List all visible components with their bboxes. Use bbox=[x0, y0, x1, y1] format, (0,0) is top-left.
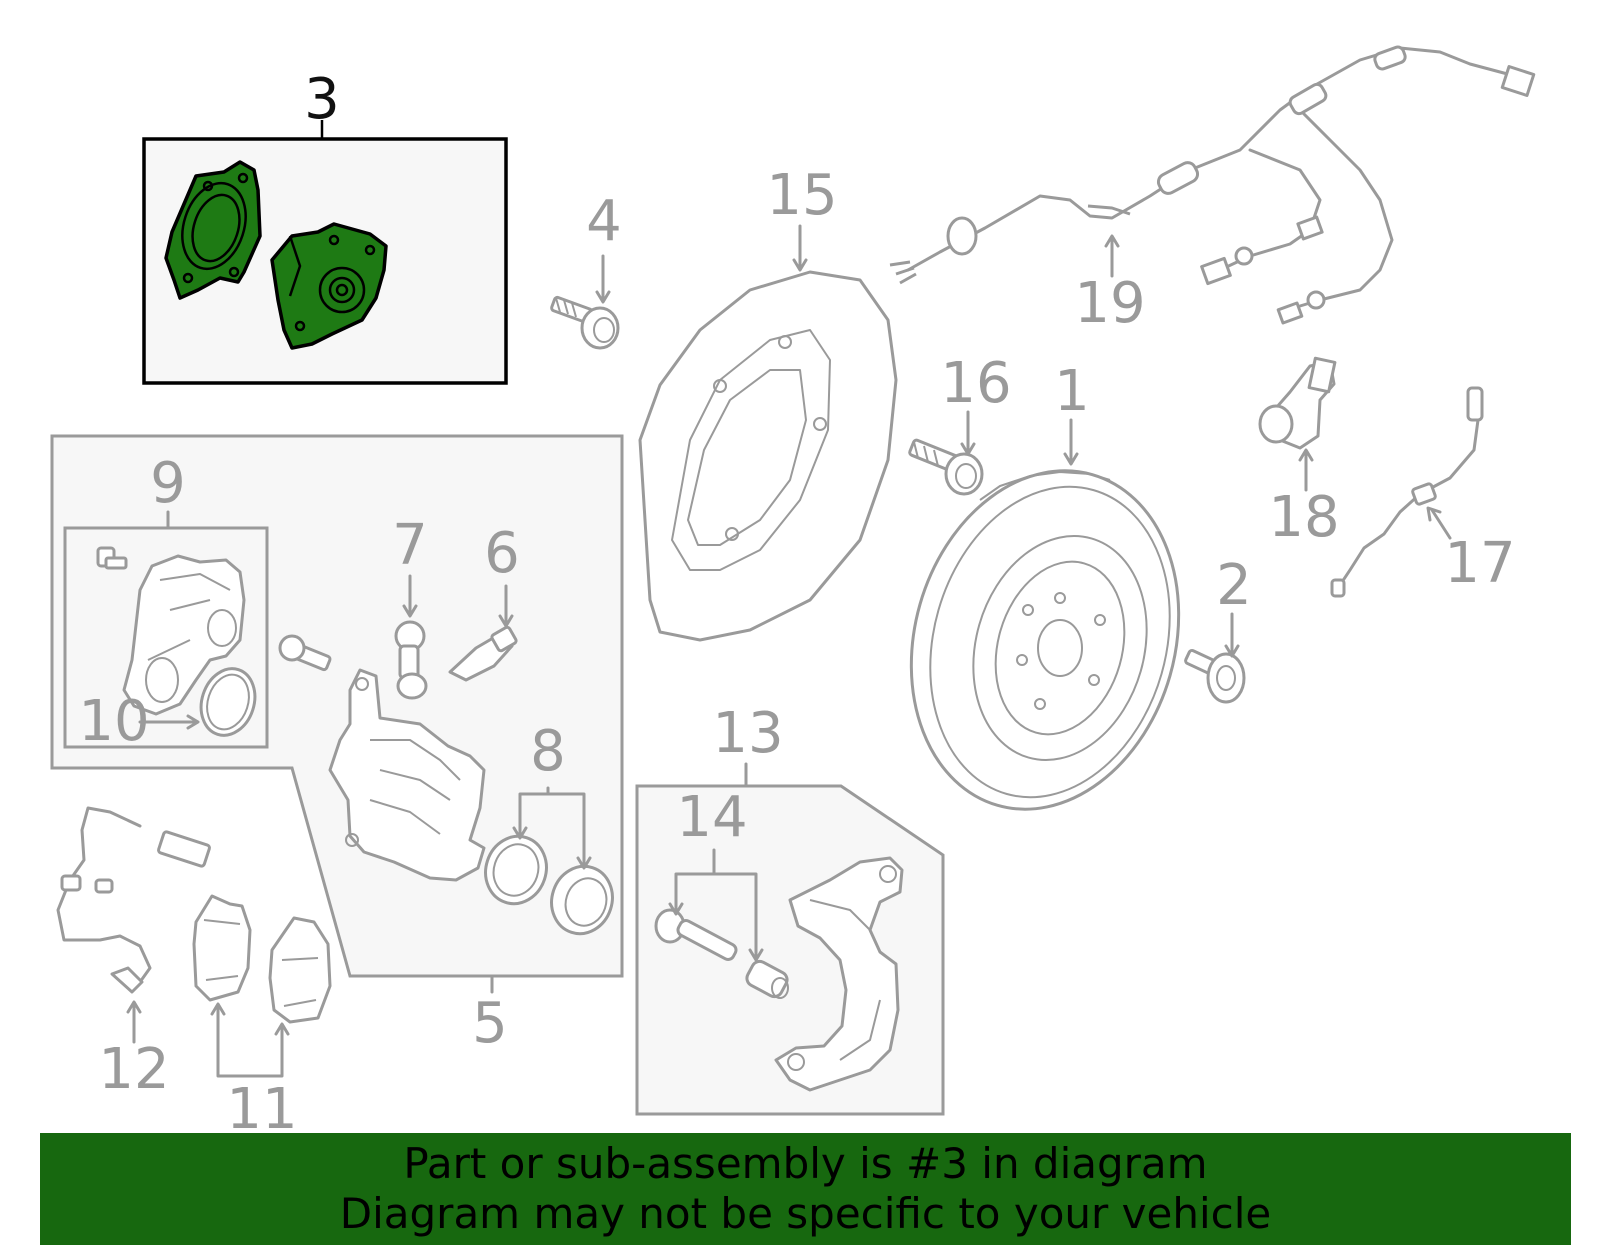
seal-ring-part-10[interactable] bbox=[193, 662, 263, 743]
callout-18[interactable]: 18 bbox=[1268, 485, 1339, 550]
callout-11[interactable]: 11 bbox=[226, 1077, 297, 1142]
brake-rotor-part-1[interactable] bbox=[873, 439, 1218, 841]
callout-9[interactable]: 9 bbox=[150, 451, 186, 516]
wiring-harness-part-19[interactable] bbox=[889, 45, 1536, 325]
callout-6[interactable]: 6 bbox=[484, 521, 520, 586]
backing-plate-part-15[interactable] bbox=[638, 270, 898, 642]
callout-4[interactable]: 4 bbox=[586, 189, 622, 254]
callout-12[interactable]: 12 bbox=[98, 1037, 169, 1102]
sensor-part-18[interactable] bbox=[1258, 356, 1337, 450]
link-part-7[interactable] bbox=[394, 620, 428, 700]
bleeder-valve-part-6[interactable] bbox=[448, 625, 518, 682]
screw-part-2[interactable] bbox=[1184, 648, 1246, 704]
callout-7[interactable]: 7 bbox=[392, 513, 428, 578]
guide-pin-part-14[interactable] bbox=[654, 908, 790, 999]
caliper-housing-part-9[interactable] bbox=[96, 546, 246, 716]
bolt-part-16[interactable] bbox=[908, 438, 984, 496]
banner-line-1: Part or sub-assembly is #3 in diagram bbox=[403, 1139, 1208, 1188]
callout-2[interactable]: 2 bbox=[1216, 553, 1252, 618]
caliper-carrier-part-13[interactable] bbox=[774, 856, 904, 1092]
brake-pads-part-11[interactable] bbox=[192, 894, 332, 1024]
bolt-part-4[interactable] bbox=[550, 295, 620, 350]
callout-5[interactable]: 5 bbox=[472, 991, 508, 1056]
callout-15[interactable]: 15 bbox=[766, 163, 837, 228]
callout-13[interactable]: 13 bbox=[712, 701, 783, 766]
piston-seal-part-8[interactable] bbox=[477, 828, 621, 941]
info-banner: Part or sub-assembly is #3 in diagram Di… bbox=[40, 1133, 1571, 1245]
hub-bearing-assembly-highlighted[interactable] bbox=[164, 160, 388, 350]
banner-line-2: Diagram may not be specific to your vehi… bbox=[339, 1189, 1272, 1238]
caliper-body-part-5[interactable] bbox=[328, 668, 486, 882]
callout-8[interactable]: 8 bbox=[530, 719, 566, 784]
speed-sensor-part-12[interactable] bbox=[56, 806, 211, 994]
callout-14[interactable]: 14 bbox=[676, 785, 747, 850]
callout-19[interactable]: 19 bbox=[1074, 271, 1145, 336]
callout-1[interactable]: 1 bbox=[1054, 359, 1090, 424]
callout-3[interactable]: 3 bbox=[304, 67, 340, 132]
callout-17[interactable]: 17 bbox=[1444, 531, 1515, 596]
brake-hose-part-17[interactable] bbox=[1330, 386, 1484, 598]
callout-10[interactable]: 10 bbox=[78, 689, 149, 754]
callout-16[interactable]: 16 bbox=[940, 351, 1011, 416]
caliper-bolt[interactable] bbox=[278, 634, 332, 672]
